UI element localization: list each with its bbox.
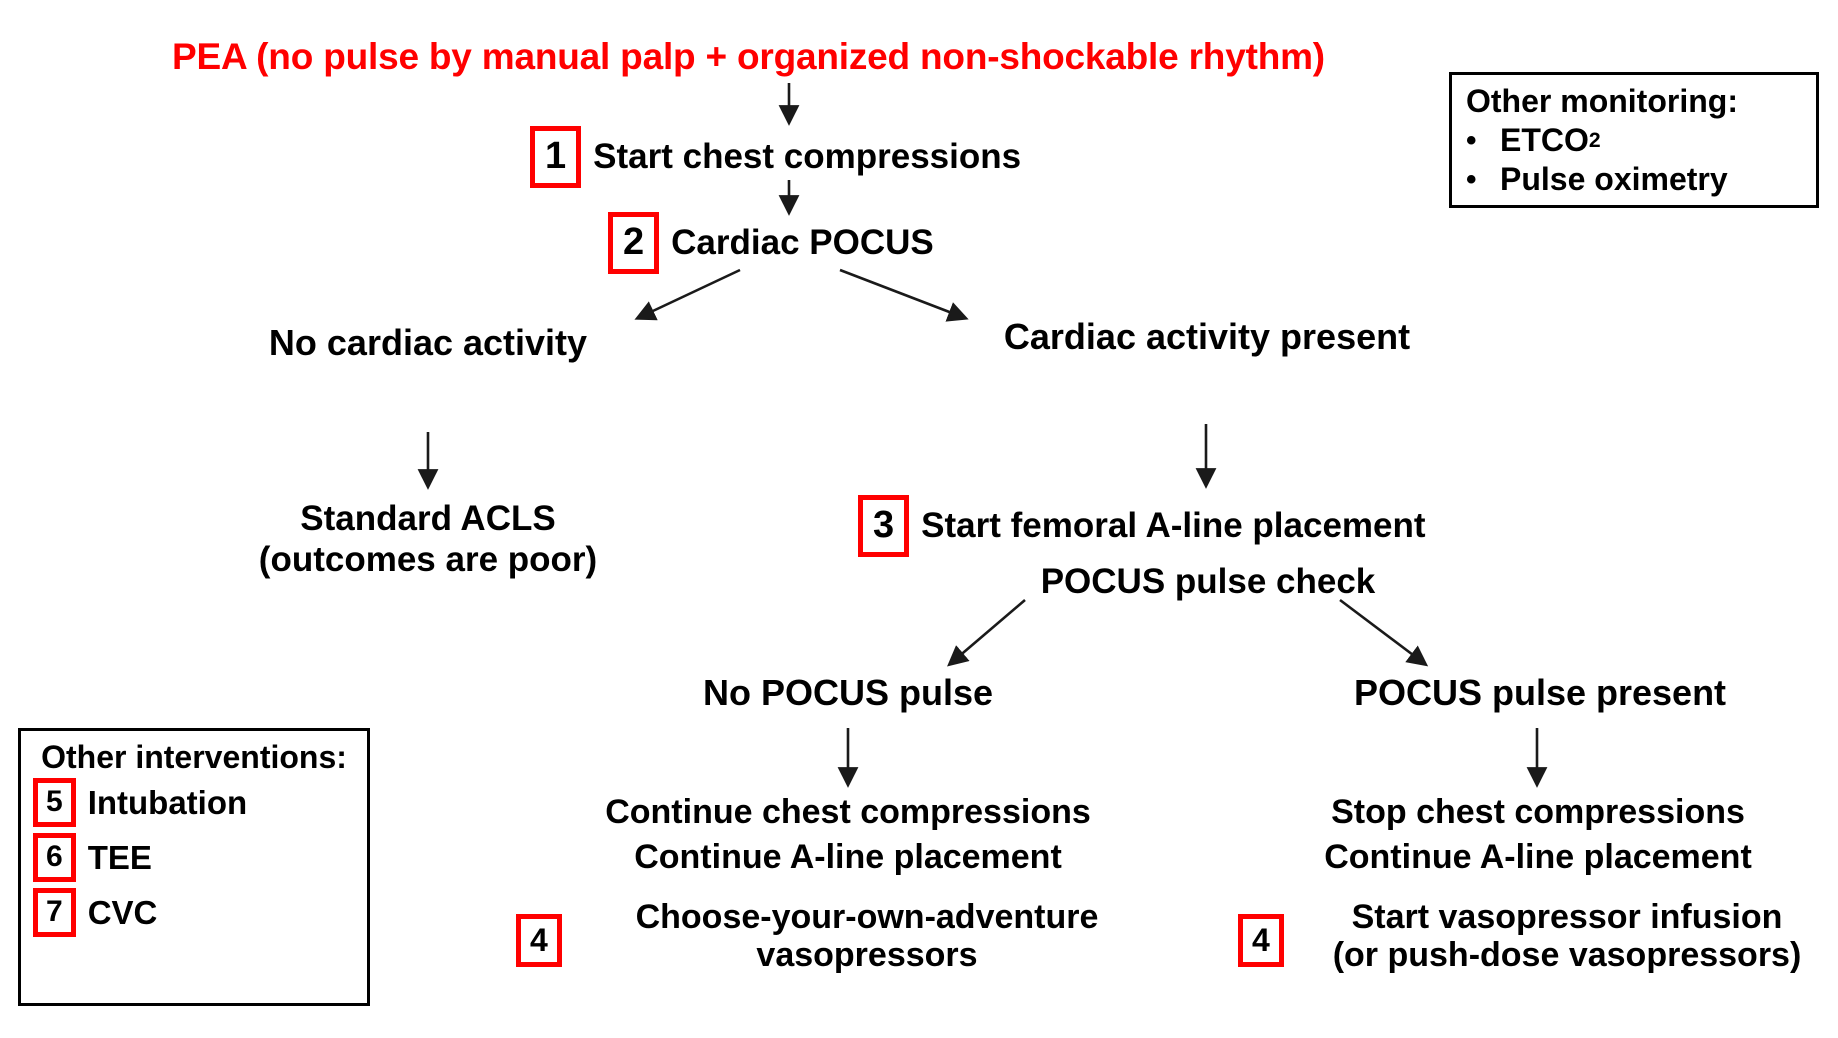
step-badge-6: 6 (33, 833, 76, 882)
node-start-femoral-aline: 3 Start femoral A-line placement POCUS pu… (858, 495, 1558, 602)
node-no-pocus-pulse: No POCUS pulse (702, 672, 994, 713)
node-start-chest-compressions: 1 Start chest compressions (530, 126, 1050, 188)
other-interventions-title: Other interventions: (41, 739, 347, 775)
pulse-present-action-line1: Stop chest compressions (1331, 793, 1745, 831)
bullet-icon: • (1466, 162, 1477, 196)
step-badge-5: 5 (33, 778, 76, 827)
pulse-present-action-line2: Continue A-line placement (1324, 838, 1752, 877)
node-label-cardiac-pocus: Cardiac POCUS (671, 223, 934, 263)
arrow-step3-to-pocus-pulse-present (1339, 598, 1429, 667)
no-pulse-action-line1: Continue chest compressions (605, 793, 1091, 831)
arrow-step3-to-no-pocus-pulse (947, 599, 1026, 667)
no-pulse-action-line2: Continue A-line placement (634, 838, 1062, 877)
arrow-step2-to-cardiac-activity-present (839, 268, 969, 322)
node-label-pocus-pulse-check: POCUS pulse check (1040, 562, 1376, 601)
arrow-step2-to-no-cardiac-activity (634, 268, 741, 321)
step-badge-2: 2 (608, 212, 660, 274)
standard-acls-line2: (outcomes are poor) (258, 540, 598, 580)
monitoring-item-etco2-label: ETCO (1500, 122, 1589, 158)
intervention-item-tee: 6 TEE (33, 833, 355, 882)
node-pulse-present-vasopressors: 4 Start vasopressor infusion (or push-do… (1238, 898, 1838, 974)
intervention-label-cvc: CVC (87, 893, 158, 931)
node-cardiac-activity-present: Cardiac activity present (1003, 316, 1411, 357)
pulse-present-vaso-line2: (or push-dose vasopressors) (1332, 936, 1802, 975)
node-no-pulse-actions: Continue chest compressions Continue A-l… (548, 792, 1148, 877)
intervention-item-intubation: 5 Intubation (33, 778, 355, 827)
monitoring-item-pulse-oximetry-label: Pulse oximetry (1500, 161, 1728, 197)
bullet-icon: • (1466, 123, 1477, 157)
no-pulse-vaso-line1: Choose-your-own-adventure (635, 898, 1099, 936)
other-interventions-panel: Other interventions: 5 Intubation 6 TEE … (18, 728, 370, 1006)
standard-acls-line1: Standard ACLS (300, 499, 556, 538)
node-pulse-present-actions: Stop chest compressions Continue A-line … (1238, 792, 1838, 877)
pulse-present-vaso-line1: Start vasopressor infusion (1351, 898, 1783, 936)
step-badge-7: 7 (33, 888, 76, 937)
node-pocus-pulse-present: POCUS pulse present (1353, 672, 1727, 713)
step-badge-4-right: 4 (1238, 914, 1284, 967)
monitoring-item-etco2-subscript: 2 (1588, 128, 1601, 152)
node-no-cardiac-activity: No cardiac activity (268, 322, 588, 363)
node-standard-acls: Standard ACLS (outcomes are poor) (198, 498, 658, 581)
node-label-start-femoral-aline: Start femoral A-line placement (921, 506, 1426, 546)
node-label-start-chest-compressions: Start chest compressions (593, 137, 1022, 177)
intervention-label-tee: TEE (87, 838, 152, 876)
no-pulse-vaso-line2: vasopressors (756, 936, 978, 975)
page-title: PEA (no pulse by manual palp + organized… (172, 36, 1325, 77)
node-no-pulse-vasopressors: 4 Choose-your-own-adventure vasopressors (516, 898, 1156, 974)
monitoring-item-pulse-oximetry: • Pulse oximetry (1466, 161, 1802, 198)
step-badge-1: 1 (530, 126, 582, 188)
other-monitoring-title: Other monitoring: (1466, 83, 1738, 119)
intervention-item-cvc: 7 CVC (33, 888, 355, 937)
step-badge-4-left: 4 (516, 914, 562, 967)
node-cardiac-pocus: 2 Cardiac POCUS (608, 212, 1128, 274)
intervention-label-intubation: Intubation (87, 783, 248, 821)
step-badge-3: 3 (858, 495, 910, 557)
